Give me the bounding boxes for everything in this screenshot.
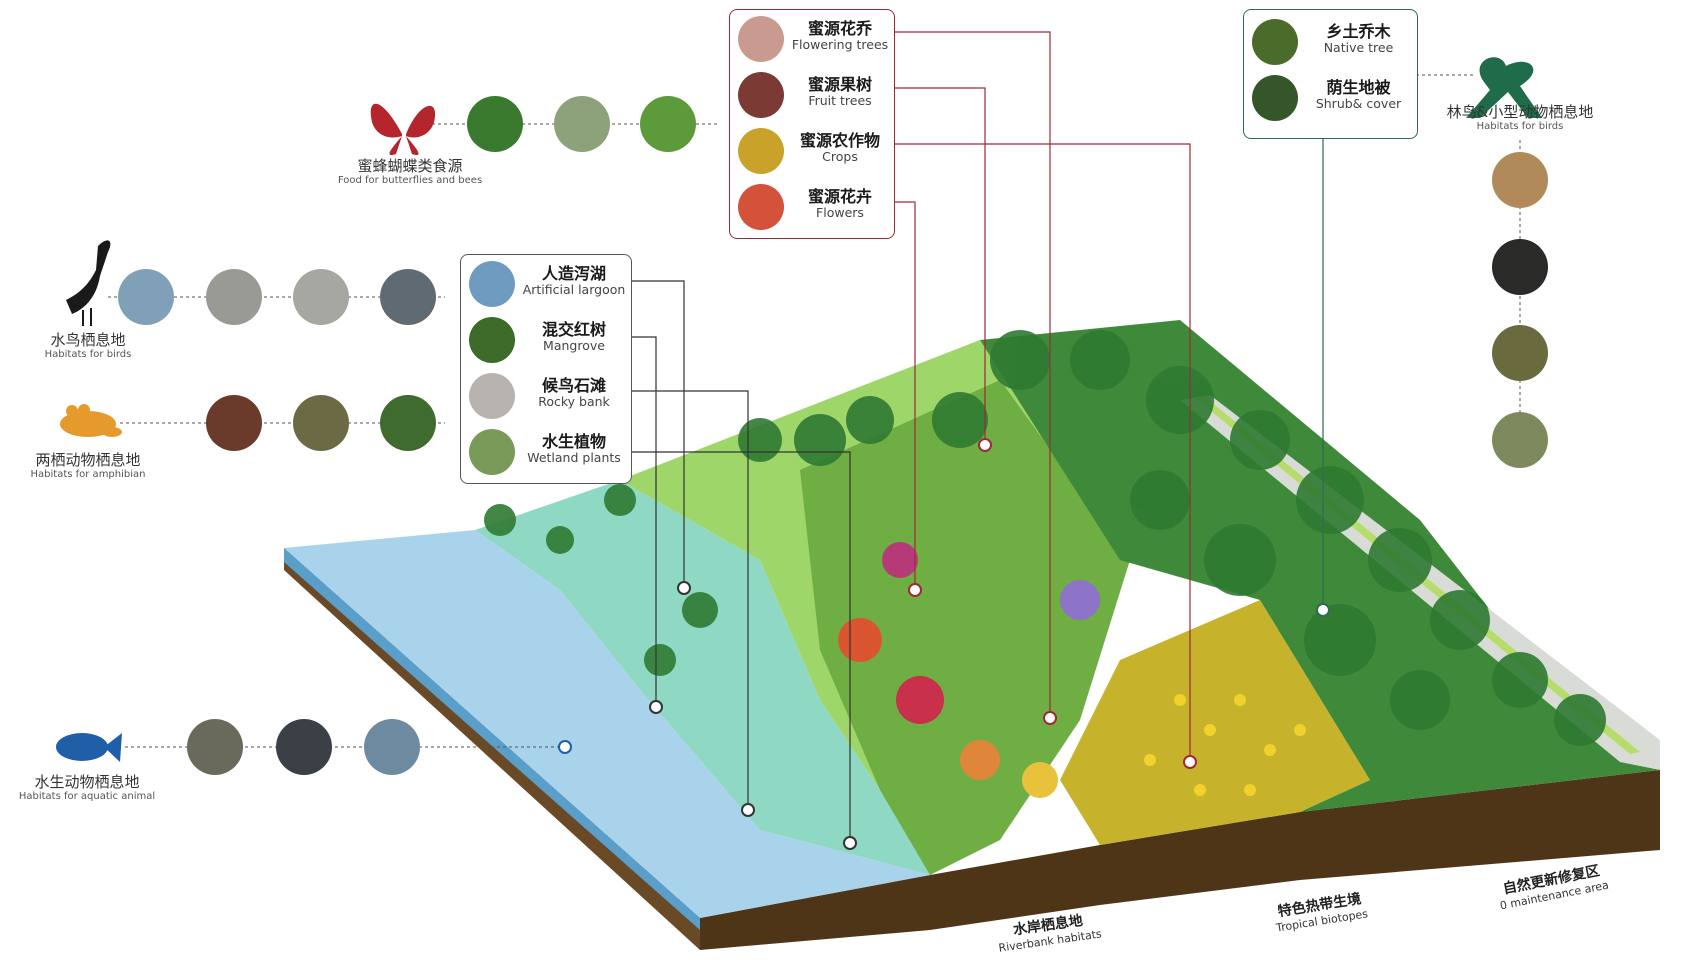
water-edge — [284, 548, 700, 930]
butterfly-photo-2 — [554, 96, 610, 152]
forest-birds-caption: 林鸟&小型动物栖息地 Habitats for birds — [1440, 103, 1600, 133]
waterbirds-caption-en: Habitats for birds — [44, 349, 132, 361]
forest-bird-photo-4 — [1492, 412, 1548, 468]
lagoon-thumb — [469, 261, 515, 307]
flowers-thumb — [738, 184, 784, 230]
shallow-lagoon — [475, 480, 930, 875]
nectar-leader-lines — [893, 31, 1191, 762]
amphibian-photo-1 — [206, 395, 262, 451]
fruit-trees-thumb — [738, 72, 784, 118]
forest-birds-caption-en: Habitats for birds — [1476, 121, 1564, 133]
nectar-item-label-cn: 蜜源果树 — [807, 75, 872, 94]
nectar-item-label-cn: 蜜源农作物 — [799, 131, 880, 150]
songbird-icon — [1466, 57, 1542, 118]
water-item-label-cn: 水生植物 — [541, 432, 606, 451]
butterflies-caption-cn: 蜜蜂蝴蝶类食源 — [357, 157, 463, 175]
aquatic-caption-cn: 水生动物栖息地 — [34, 773, 140, 791]
forest-animal-photo-2 — [1492, 239, 1548, 295]
amphibian-photo-2 — [293, 395, 349, 451]
aquatic-photo-2 — [276, 719, 332, 775]
nectar-markers — [908, 438, 1197, 769]
nectar-item-label-en: Fruit trees — [808, 93, 872, 109]
waterbird-photo-4 — [380, 269, 436, 325]
crops-thumb — [738, 128, 784, 174]
flowering-trees-thumb — [738, 16, 784, 62]
waterbird-photo-1 — [118, 269, 174, 325]
water-item-label-en: Mangrove — [543, 338, 605, 354]
waterbird-photo-2 — [206, 269, 262, 325]
forest-bird-photo-1 — [1492, 152, 1548, 208]
waterbirds-caption: 水鸟栖息地 Habitats for birds — [30, 331, 146, 361]
nectar-item-label-en: Crops — [822, 149, 858, 165]
aquatic-caption-en: Habitats for aquatic animal — [18, 791, 156, 803]
native-tree-thumb — [1252, 19, 1298, 65]
butterfly-photo-1 — [467, 96, 523, 152]
native-marker — [1316, 603, 1330, 617]
heron-icon — [66, 240, 111, 326]
nectar-item-label-en: Flowers — [816, 205, 864, 221]
rocky-bank-thumb — [469, 373, 515, 419]
water-item-label-cn: 混交红树 — [541, 320, 606, 339]
sunflower-field — [1060, 600, 1370, 845]
waterbird-photo-3 — [293, 269, 349, 325]
amphibian-caption: 两栖动物栖息地 Habitats for amphibian — [20, 451, 156, 481]
butterfly-icon — [370, 103, 436, 156]
fish-icon — [56, 733, 122, 762]
nectar-item-label-en: Flowering trees — [791, 37, 889, 53]
soil-front — [700, 770, 1660, 950]
wetland-plants-thumb — [469, 429, 515, 475]
waterbirds-caption-cn: 水鸟栖息地 — [50, 331, 126, 349]
forest-bird-photo-3 — [1492, 325, 1548, 381]
water-item-label-cn: 人造泻湖 — [541, 264, 606, 283]
nectar-item-label-cn: 蜜源花乔 — [807, 19, 872, 38]
water-item-label-en: Wetland plants — [527, 450, 621, 466]
nectar-item-label-cn: 蜜源花卉 — [807, 187, 872, 206]
native-item-label-cn: 荫生地被 — [1326, 78, 1391, 97]
water-leader-lines — [630, 280, 851, 843]
aquatic-caption: 水生动物栖息地 Habitats for aquatic animal — [12, 773, 162, 803]
native-item-label-en: Native tree — [1323, 40, 1394, 56]
water-markers — [649, 581, 857, 850]
butterflies-caption-en: Food for butterflies and bees — [337, 175, 483, 187]
water-item-label-en: Rocky bank — [538, 394, 610, 410]
aquatic-photo-3 — [364, 719, 420, 775]
forest-birds-caption-cn: 林鸟&小型动物栖息地 — [1446, 103, 1594, 121]
butterflies-caption: 蜜蜂蝴蝶类食源 Food for butterflies and bees — [320, 157, 500, 187]
forest-area — [980, 320, 1660, 812]
mangrove-thumb — [469, 317, 515, 363]
amphibian-caption-cn: 两栖动物栖息地 — [35, 451, 141, 469]
amphibian-caption-en: Habitats for amphibian — [30, 469, 146, 481]
bee-photo — [640, 96, 696, 152]
flower-patches — [838, 542, 1100, 798]
shrub-cover-thumb — [1252, 75, 1298, 121]
water-body — [284, 530, 930, 918]
native-item-label-en: Shrub& cover — [1315, 96, 1402, 112]
aquatic-photo-1 — [187, 719, 243, 775]
native-item-label-cn: 乡土乔木 — [1326, 22, 1391, 41]
sunflower-dots — [1144, 694, 1306, 796]
tree-canopies — [484, 330, 1606, 746]
tropical-garden — [800, 380, 1130, 875]
amphibian-photo-3 — [380, 395, 436, 451]
frog-icon — [60, 404, 122, 437]
water-item-label-en: Artificial largoon — [522, 282, 626, 298]
aquatic-marker — [558, 740, 572, 754]
water-item-label-cn: 候鸟石滩 — [541, 376, 606, 395]
